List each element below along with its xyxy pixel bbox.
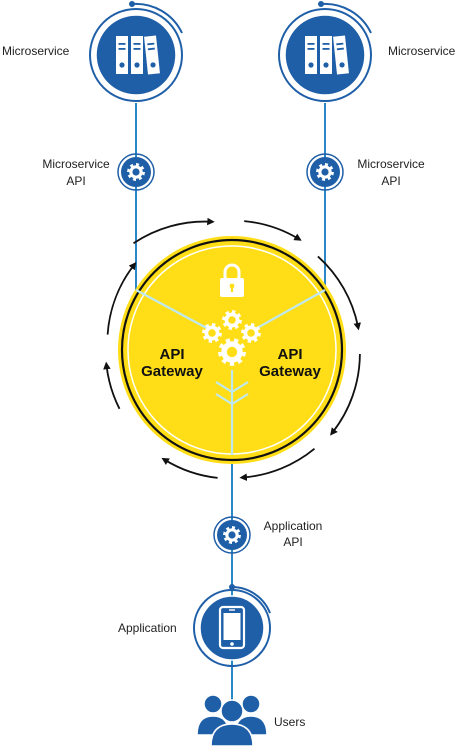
microservice-api-node-right [306, 153, 344, 191]
microservice-api-node-left [117, 153, 155, 191]
gateway-label-right-line2: Gateway [259, 363, 321, 380]
gateway-label-left-line2: Gateway [141, 363, 203, 380]
users-icon [196, 694, 268, 747]
gear-hole [132, 168, 140, 176]
lock-icon [220, 263, 244, 297]
gear-hole [208, 329, 216, 337]
gear-icon [223, 526, 241, 544]
application-label: Application [118, 621, 177, 635]
api-label-right-line2: API [381, 174, 400, 188]
gateway-spokes [135, 289, 326, 455]
server-binders-icon [305, 35, 349, 75]
gear-hole [226, 346, 238, 358]
application-api-node [213, 516, 251, 554]
microservice-label-right: Microservice [388, 44, 456, 58]
gear-hole [321, 168, 329, 176]
gateway-cycle-arrows [103, 217, 361, 481]
binder-2 [320, 36, 332, 74]
api-label-left-line2: API [66, 174, 85, 188]
smartphone-icon [218, 605, 246, 650]
binder-1 [116, 36, 128, 74]
binder-2 [131, 36, 143, 74]
gear-hole [228, 316, 236, 324]
binder-3 [144, 35, 160, 75]
gateway-label-left-line1: API [159, 346, 184, 363]
gateway-label-right-line1: API [277, 346, 302, 363]
gear-hole [228, 531, 236, 539]
gear-hole [247, 329, 255, 337]
api-label-left-line1: Microservice [42, 157, 110, 171]
gear-icon [127, 163, 145, 181]
gear-icon [316, 163, 334, 181]
microservice-node-left [89, 1, 183, 102]
binder-1 [305, 36, 317, 74]
app-api-label-line1: Application [264, 519, 323, 533]
binder-3 [333, 35, 349, 75]
gears-icon [202, 310, 261, 366]
application-node [193, 584, 271, 667]
users-label: Users [274, 715, 305, 729]
server-binders-icon [116, 35, 160, 75]
microservice-node-right [278, 1, 372, 102]
microservice-label-left: Microservice [2, 44, 70, 58]
api-label-right-line1: Microservice [357, 157, 425, 171]
app-api-label-line2: API [283, 535, 302, 549]
